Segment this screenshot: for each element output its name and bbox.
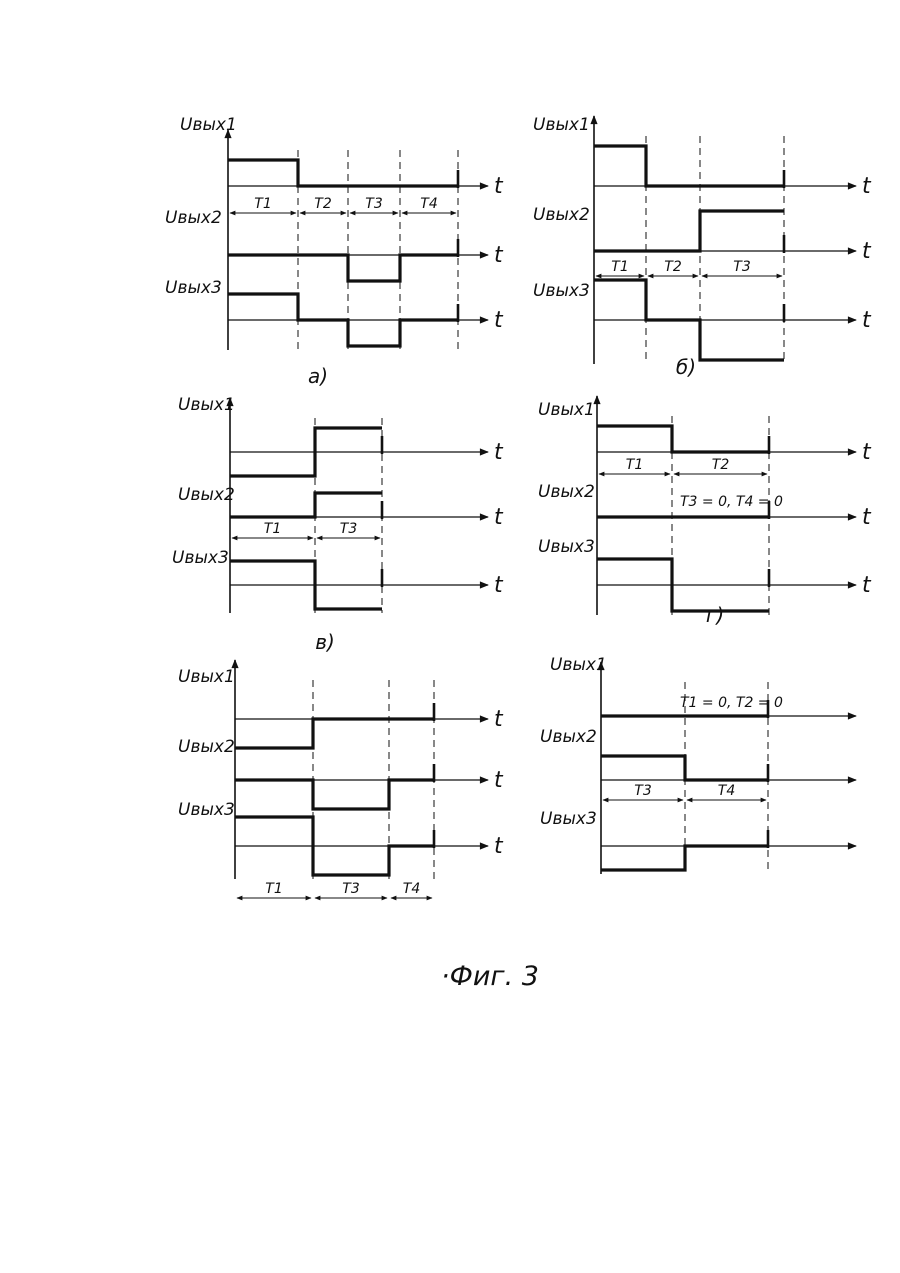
time-label: t xyxy=(494,308,504,333)
waveform-1 xyxy=(594,146,784,186)
channel-label: Uвых1 xyxy=(178,395,235,415)
panel-caption: в) xyxy=(315,630,335,654)
channel-label: Uвых2 xyxy=(533,205,590,225)
waveform-2 xyxy=(601,756,768,780)
waveform-1 xyxy=(228,160,458,186)
time-label: t xyxy=(862,239,872,264)
channel-label: Uвых2 xyxy=(178,485,235,505)
channel-label: Uвых1 xyxy=(178,667,235,687)
interval-label: T1 xyxy=(265,881,282,897)
channel-label: Uвых1 xyxy=(538,400,595,420)
interval-label: T4 xyxy=(420,196,437,212)
time-label: t xyxy=(494,505,504,530)
channel-label: Uвых3 xyxy=(172,548,229,568)
interval-label: T3 xyxy=(733,259,750,275)
interval-label: T2 xyxy=(664,259,682,275)
interval-label: T1 xyxy=(611,259,628,275)
panel-e: Uвых1Uвых2Uвых3 T3 T4 T1 = 0, T2 = 0 xyxy=(540,655,856,874)
panel-annotation: T1 = 0, T2 = 0 xyxy=(680,695,783,711)
channel-label: Uвых3 xyxy=(538,537,595,557)
channel-label: Uвых1 xyxy=(550,655,607,675)
interval-label: T4 xyxy=(403,881,420,897)
interval-label: T3 xyxy=(342,881,359,897)
time-label: t xyxy=(862,308,872,333)
time-label: t xyxy=(862,505,872,530)
waveform-3 xyxy=(601,846,768,870)
time-label: t xyxy=(494,174,504,199)
channel-label: Uвых1 xyxy=(180,115,237,135)
panel-b: tUвых1tUвых2tUвых3T1T2T3б) xyxy=(533,115,872,379)
panel-caption: г) xyxy=(706,603,724,627)
channel-label: Uвых3 xyxy=(165,278,222,298)
interval-label: T2 xyxy=(712,457,730,473)
interval-label: T3 xyxy=(365,196,382,212)
channel-label: Uвых3 xyxy=(540,809,597,829)
interval-label: T1 xyxy=(626,457,643,473)
waveform-2 xyxy=(228,255,458,281)
channel-label: Uвых1 xyxy=(533,115,590,135)
time-label: t xyxy=(862,440,872,465)
time-label: t xyxy=(494,707,504,732)
channel-label: Uвых2 xyxy=(538,482,595,502)
timing-panels: tUвых1tUвых2tUвых3T1T2T3T4а)tUвых1tUвых2… xyxy=(165,115,872,898)
time-label: t xyxy=(494,834,504,859)
channel-label: Uвых2 xyxy=(178,737,235,757)
time-label: t xyxy=(494,573,504,598)
panel-v: tUвых1tUвых2tUвых3T1T3в) xyxy=(172,395,504,654)
figure-title: ·Фиг. 3 xyxy=(441,961,539,992)
waveform-2 xyxy=(230,493,382,517)
panel-caption: б) xyxy=(676,355,696,379)
waveform-1 xyxy=(235,719,434,748)
panel-g: tUвых1tUвых2tUвых3T1T2T3 = 0, T4 = 0г) xyxy=(538,396,872,627)
time-label: t xyxy=(862,174,872,199)
time-label: t xyxy=(494,243,504,268)
interval-label: T1 xyxy=(254,196,271,212)
interval-label: T3 xyxy=(634,783,651,799)
time-label: t xyxy=(494,768,504,793)
interval-label: T4 xyxy=(718,783,735,799)
time-label: t xyxy=(494,440,504,465)
waveform-1 xyxy=(597,426,769,452)
time-label: t xyxy=(862,573,872,598)
channel-label: Uвых2 xyxy=(540,727,597,747)
panel-a: tUвых1tUвых2tUвых3T1T2T3T4а) xyxy=(165,115,504,388)
panel-d: tUвых1tUвых2tUвых3T1T3T4 xyxy=(178,660,504,898)
channel-label: Uвых3 xyxy=(178,800,235,820)
panel-annotation: T3 = 0, T4 = 0 xyxy=(680,494,783,510)
waveform-2 xyxy=(594,211,784,251)
interval-label: T3 xyxy=(340,521,357,537)
channel-label: Uвых3 xyxy=(533,281,590,301)
interval-label: T2 xyxy=(314,196,332,212)
panel-caption: а) xyxy=(308,364,328,388)
channel-label: Uвых2 xyxy=(165,208,222,228)
waveform-2 xyxy=(235,780,434,809)
interval-label: T1 xyxy=(264,521,281,537)
